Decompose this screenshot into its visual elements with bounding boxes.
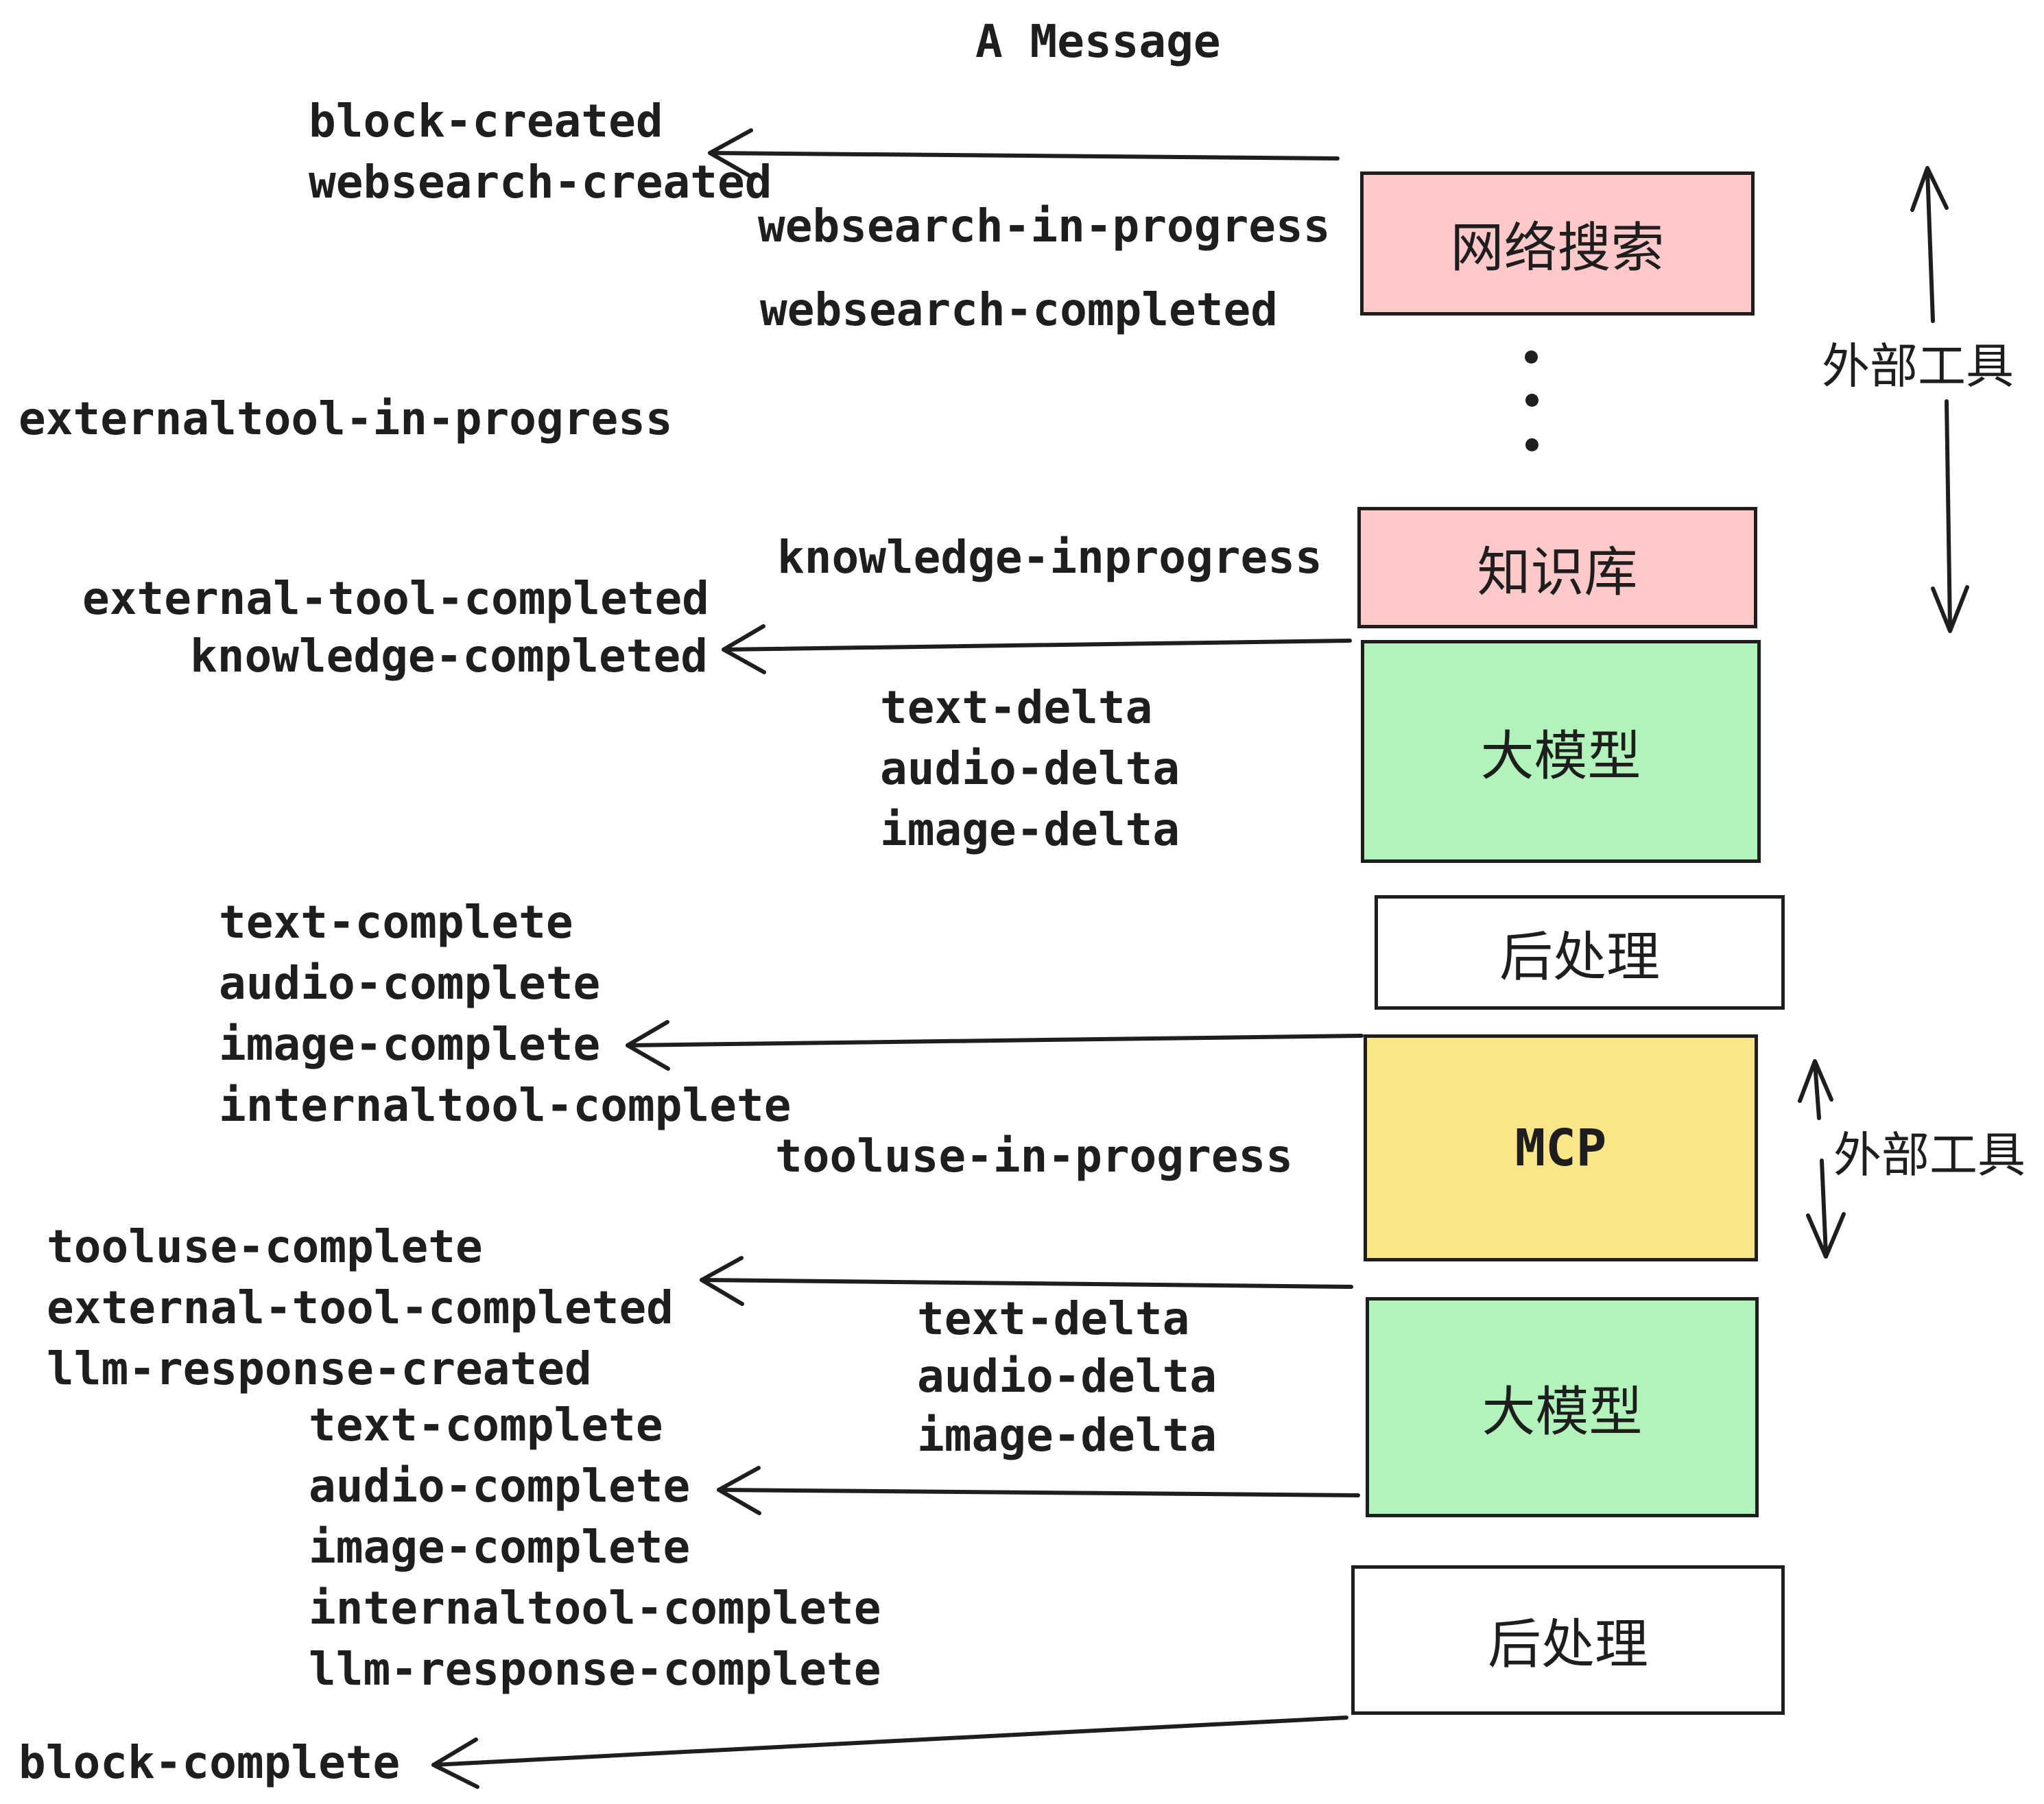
diagram-title: A Message [975,15,1221,68]
event-label-knowledge-inprogress: knowledge-inprogress [777,531,1322,584]
arrow-to-audio-complete [717,1466,1360,1515]
event-label-websearch-created: websearch-created [309,156,772,209]
event-label-websearch-completed: websearch-completed [760,283,1278,336]
node-llm-1: 大模型 [1361,640,1761,863]
event-label-audio-delta-2: audio-delta [917,1350,1217,1403]
arrow-to-tooluse-complete [700,1256,1353,1306]
event-label-external-tool-completed-1: external-tool-completed [82,572,709,625]
event-label-external-tool-completed-2: external-tool-completed [47,1281,674,1334]
external-tools-bottom-down-arrow [1806,1159,1846,1259]
node-mcp: MCP [1364,1034,1758,1261]
event-label-text-complete-2: text-complete [309,1399,663,1451]
node-postprocess-1-label: 后处理 [1499,926,1660,988]
event-label-image-delta-1: image-delta [880,803,1180,856]
node-llm-2: 大模型 [1366,1297,1759,1517]
event-label-tooluse-in-progress: tooluse-in-progress [775,1130,1293,1183]
node-knowledge-base: 知识库 [1357,507,1757,628]
event-label-externaltool-in-progress: externaltool-in-progress [19,392,673,445]
arrow-to-block-complete [431,1716,1348,1789]
node-postprocess-2: 后处理 [1351,1565,1785,1715]
external-tools-label-bottom: 外部工具 [1833,1127,2025,1183]
event-label-audio-delta-1: audio-delta [880,742,1180,795]
external-tools-top-down-arrow [1931,399,1969,633]
node-postprocess-2-label: 后处理 [1487,1614,1648,1676]
arrow-to-knowledge-completed [722,624,1352,674]
event-label-websearch-in-progress: websearch-in-progress [758,200,1331,252]
event-label-internaltool-complete-2: internaltool-complete [309,1582,881,1635]
node-websearch: 网络搜索 [1360,171,1755,316]
arrow-to-block-created [708,128,1340,179]
event-label-audio-complete-1: audio-complete [219,957,601,1010]
event-label-internaltool-complete-1: internaltool-complete [219,1079,792,1132]
event-label-audio-complete-2: audio-complete [309,1460,691,1512]
node-llm-2-label: 大模型 [1482,1381,1643,1443]
event-label-knowledge-completed: knowledge-completed [190,630,708,683]
arrow-to-image-complete [626,1020,1364,1071]
event-label-image-complete-2: image-complete [309,1521,691,1574]
event-label-block-complete: block-complete [19,1736,401,1789]
external-tools-bottom-up-arrow [1798,1059,1833,1120]
external-tools-label-top: 外部工具 [1822,338,2014,394]
node-knowledge-base-label: 知识库 [1477,541,1638,604]
event-label-image-complete-1: image-complete [219,1018,601,1071]
event-label-llm-response-created: llm-response-created [47,1342,592,1395]
event-label-text-complete-1: text-complete [219,896,573,949]
event-label-block-created: block-created [309,95,663,147]
event-label-text-delta-2: text-delta [917,1292,1190,1345]
node-postprocess-1: 后处理 [1375,895,1785,1010]
event-label-tooluse-complete: tooluse-complete [47,1220,483,1273]
external-tools-top-up-arrow [1910,166,1949,323]
event-label-image-delta-2: image-delta [917,1409,1217,1462]
event-label-text-delta-1: text-delta [880,681,1153,734]
node-websearch-label: 网络搜索 [1450,217,1665,279]
node-mcp-label: MCP [1514,1118,1607,1178]
node-llm-1-label: 大模型 [1480,725,1641,787]
event-label-llm-response-complete: llm-response-complete [309,1643,881,1696]
